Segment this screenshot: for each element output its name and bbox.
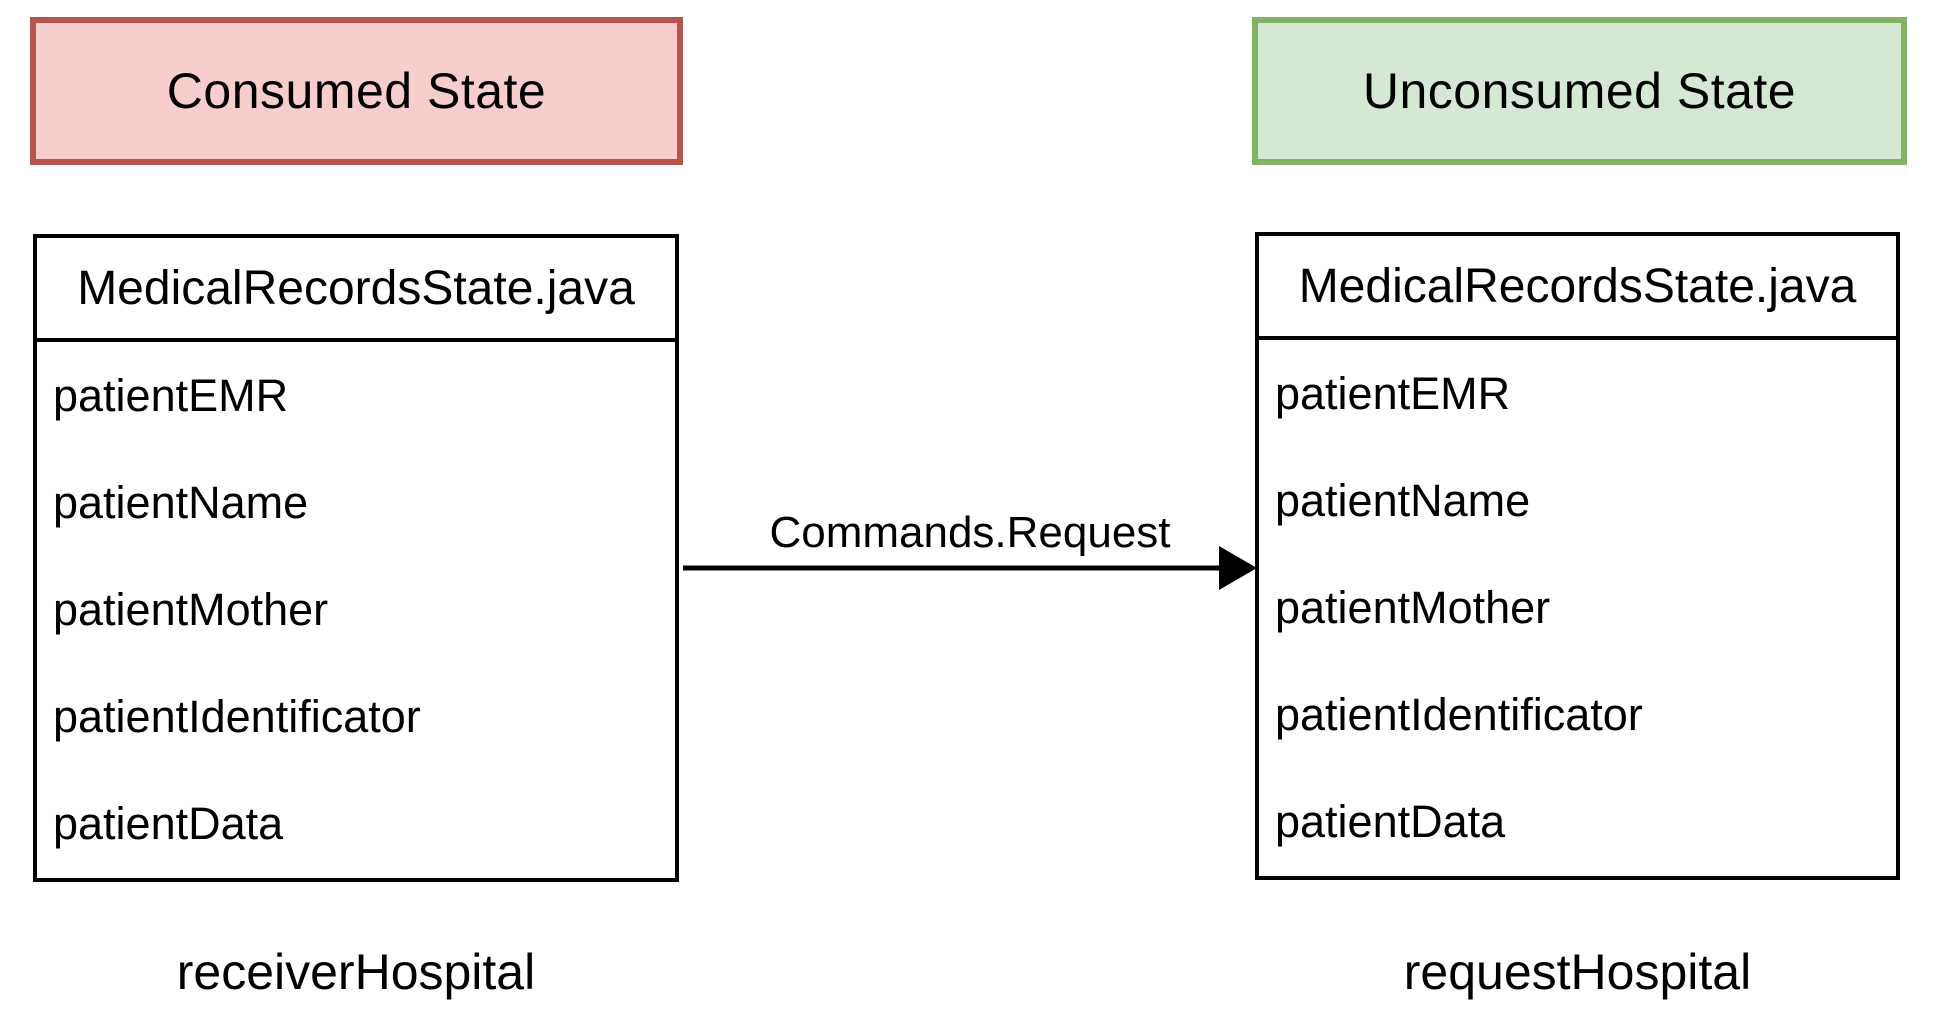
field-patientEMR: patientEMR — [53, 369, 289, 421]
field-patientMother: patientMother — [53, 584, 329, 635]
field-patientData: patientData — [53, 798, 284, 850]
consumed-field-list: patientEMR patientName patientMother pat… — [37, 342, 675, 878]
arrow-label: Commands.Request — [769, 508, 1171, 557]
unconsumed-class-box: MedicalRecordsState.java patientEMR pati… — [1255, 232, 1900, 880]
unconsumed-state-banner: Unconsumed State — [1252, 17, 1907, 165]
field-patientName: patientName — [1275, 474, 1531, 526]
consumed-class-box: MedicalRecordsState.java patientEMR pati… — [33, 234, 679, 882]
consumed-class-title: MedicalRecordsState.java — [37, 238, 675, 342]
receiver-hospital-label: receiverHospital — [176, 944, 536, 1000]
field-patientName: patientName — [53, 476, 309, 528]
field-patientMother: patientMother — [1275, 582, 1551, 633]
consumed-state-banner: Consumed State — [30, 17, 683, 165]
unconsumed-field-list: patientEMR patientName patientMother pat… — [1259, 340, 1896, 876]
unconsumed-state-title: Unconsumed State — [1362, 63, 1797, 119]
request-hospital-label: requestHospital — [1403, 944, 1752, 1000]
field-patientEMR: patientEMR — [1275, 367, 1511, 419]
field-patientIdentificator: patientIdentificator — [1275, 689, 1643, 741]
consumed-state-title: Consumed State — [166, 63, 547, 119]
field-patientIdentificator: patientIdentificator — [53, 691, 421, 743]
field-patientData: patientData — [1275, 796, 1506, 848]
unconsumed-class-title: MedicalRecordsState.java — [1259, 236, 1896, 340]
request-arrow-icon — [683, 546, 1257, 590]
